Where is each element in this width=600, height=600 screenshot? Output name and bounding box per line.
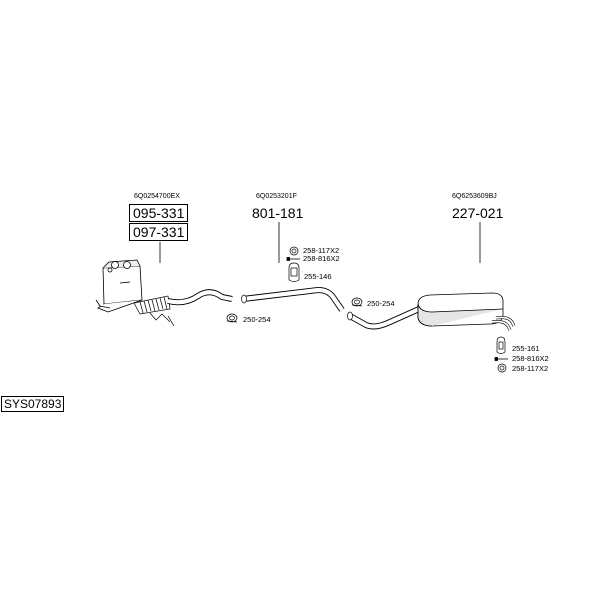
front-part-number-2[interactable]: 097-331 <box>129 223 189 241</box>
middle-part-number[interactable]: 801-181 <box>252 205 304 221</box>
bolt-icon <box>286 257 300 261</box>
middle-clamp-label: 250-254 <box>367 299 395 308</box>
catalytic-converter <box>95 259 143 313</box>
middle-accessory-3: 255-146 <box>304 272 332 281</box>
front-clamp-icon <box>226 313 238 323</box>
rear-accessory-1: 255-161 <box>512 344 540 353</box>
middle-accessory-2: 258-816X2 <box>303 254 340 263</box>
middle-accessory-1: 258-117X2 <box>303 246 340 255</box>
rear-gasket-icon <box>497 363 507 373</box>
rear-accessory-2: 258-816X2 <box>512 354 549 363</box>
middle-oem-number: 6Q0253201F <box>256 193 297 200</box>
front-oem-number: 6Q0254700EX <box>134 193 180 200</box>
flex-pipe <box>133 295 175 327</box>
front-clamp-label: 250-254 <box>243 315 271 324</box>
rear-bolt-icon <box>494 357 508 361</box>
system-code: SYS07893 <box>1 396 65 412</box>
rubber-hanger-icon <box>288 262 300 282</box>
front-part-number-1[interactable]: 095-331 <box>129 204 189 222</box>
rear-hanger-icon <box>496 336 506 354</box>
rear-accessory-3: 258-117X2 <box>512 364 549 373</box>
gasket-icon <box>289 246 299 256</box>
rear-muffler <box>417 292 516 331</box>
rear-part-number[interactable]: 227-021 <box>452 205 504 221</box>
middle-clamp-icon <box>351 297 363 307</box>
rear-oem-number: 6Q6253609BJ <box>452 193 497 200</box>
